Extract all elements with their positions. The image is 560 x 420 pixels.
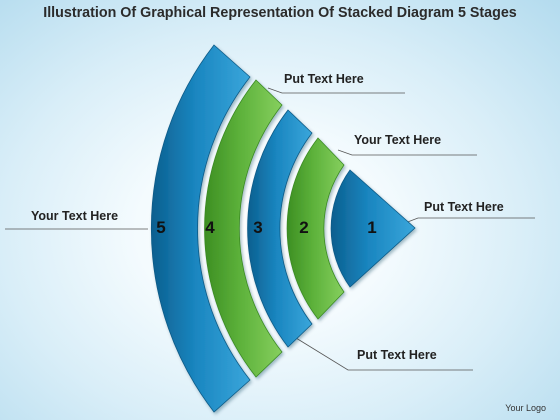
slide-title: Illustration Of Graphical Representation…: [43, 5, 517, 21]
stage-2-number: 2: [299, 218, 308, 237]
connector-bottom: [295, 337, 473, 371]
stage-3-band: [247, 109, 313, 348]
callout-top-label: Put Text Here: [284, 72, 364, 86]
stage-3-number: 3: [253, 218, 262, 237]
callout-bottom-label: Put Text Here: [357, 348, 437, 362]
callout-upper-right-label: Your Text Here: [354, 133, 442, 147]
stage-2-band: [286, 137, 345, 320]
stage-5-number: 5: [156, 218, 165, 237]
connector-top: [267, 87, 405, 94]
stage-1-wedge: [330, 169, 416, 288]
logo-placeholder: Your Logo: [505, 403, 546, 413]
stage-1-number: 1: [367, 218, 376, 237]
connector-lines: [5, 87, 535, 371]
connector-upper-right: [337, 149, 477, 156]
connector-right: [404, 217, 535, 224]
stage-4-band: [204, 79, 283, 378]
stage-5-band: [150, 44, 251, 413]
stage-4-number: 4: [205, 218, 215, 237]
callout-left-label: Your Text Here: [31, 209, 119, 223]
callout-right-label: Put Text Here: [424, 200, 504, 214]
